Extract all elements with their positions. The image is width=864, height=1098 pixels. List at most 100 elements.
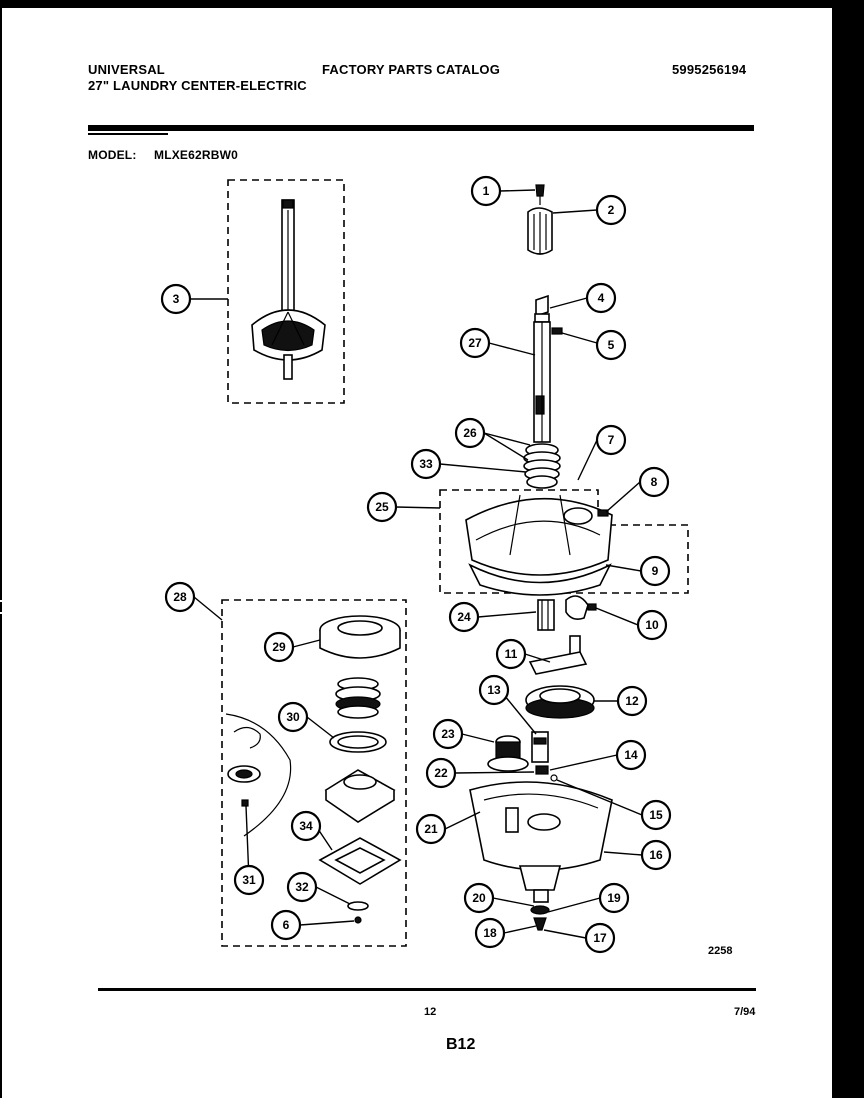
callout-circle [366,491,398,523]
callout-label: 28 [173,590,187,604]
callout-21: 21 [415,813,447,845]
section-code: B12 [446,1036,476,1053]
callout-29: 29 [263,631,295,663]
callout-11: 11 [495,638,527,670]
gear-12 [525,685,595,719]
callout-circle [270,909,302,941]
callout-18: 18 [474,917,506,949]
callout-circle [495,638,527,670]
callout-circle [463,882,495,914]
callout-label: 10 [645,618,659,632]
callout-circle [233,864,265,896]
callout-circle [585,282,617,314]
callout-3: 3 [160,283,192,315]
callout-label: 14 [624,748,638,762]
callout-label: 25 [375,500,389,514]
callout-circle [639,555,671,587]
callout-circle [595,194,627,226]
callout-label: 16 [649,848,663,862]
callout-1: 1 [470,175,502,207]
catalog-number: 5995256194 [672,62,747,77]
callout-circle [432,718,464,750]
callout-circle [584,922,616,954]
crank-11 [528,635,588,675]
parts-18-19-20 [530,889,550,931]
callout-label: 23 [441,727,455,741]
callout-label: 9 [652,564,659,578]
callout-label: 2 [608,203,615,217]
catalog-sheet: UNIVERSAL 27" LAUNDRY CENTER-ELECTRIC FA… [2,8,832,1098]
callout-label: 22 [434,766,448,780]
callout-label: 29 [272,640,286,654]
callout-label: 18 [483,926,497,940]
seal-block [324,769,396,823]
callout-label: 7 [608,433,615,447]
pinion-gear-24 [537,599,555,631]
callout-25: 25 [366,491,398,523]
group-box-transmission-top [439,489,689,594]
callout-label: 15 [649,808,663,822]
callout-circle [277,701,309,733]
inset-detail [225,713,292,837]
callout-label: 20 [472,891,486,905]
callout-circle [638,466,670,498]
gear-23 [487,735,529,772]
callout-20: 20 [463,882,495,914]
callout-circle [640,799,672,831]
callout-23: 23 [432,718,464,750]
callout-label: 19 [607,891,621,905]
callout-7: 7 [595,424,627,456]
callout-label: 13 [487,683,501,697]
callout-6: 6 [270,909,302,941]
callout-circle [448,601,480,633]
callout-12: 12 [616,685,648,717]
callout-circle [595,329,627,361]
callout-14: 14 [615,739,647,771]
callout-label: 6 [283,918,290,932]
callout-circle [474,917,506,949]
callout-circle [616,685,648,717]
model-label: MODEL: [88,148,137,162]
callout-34: 34 [290,810,322,842]
callout-2: 2 [595,194,627,226]
callout-label: 11 [505,647,518,661]
callout-label: 30 [286,710,300,724]
callout-5: 5 [595,329,627,361]
callout-label: 12 [625,694,639,708]
callout-label: 21 [424,822,438,836]
callout-circle [410,448,442,480]
callout-17: 17 [584,922,616,954]
callout-label: 8 [651,475,658,489]
product-subtitle: 27" LAUNDRY CENTER-ELECTRIC [88,78,307,93]
callout-31: 31 [233,864,265,896]
callout-circle [478,674,510,706]
callout-10: 10 [636,609,668,641]
callout-circle [459,327,491,359]
callout-circle [615,739,647,771]
callout-label: 3 [173,292,180,306]
callout-label: 34 [299,819,313,833]
gasket-34 [318,837,402,885]
pinion-13 [531,731,549,763]
callout-circle [415,813,447,845]
header-rule-thin [88,133,168,135]
callout-label: 32 [295,880,309,894]
gear-case-16 [469,781,613,891]
callout-15: 15 [640,799,672,831]
diagram-code: 2258 [708,945,733,957]
callout-label: 33 [419,457,433,471]
callout-27: 27 [459,327,491,359]
callout-circle [164,581,196,613]
callout-circle [595,424,627,456]
callout-circle [598,882,630,914]
group-box-agitator-shaft [227,179,345,404]
callout-22: 22 [425,757,457,789]
callout-16: 16 [640,839,672,871]
callout-circle [454,417,486,449]
callout-label: 31 [242,873,256,887]
ring-30 [329,731,387,753]
callout-9: 9 [639,555,671,587]
